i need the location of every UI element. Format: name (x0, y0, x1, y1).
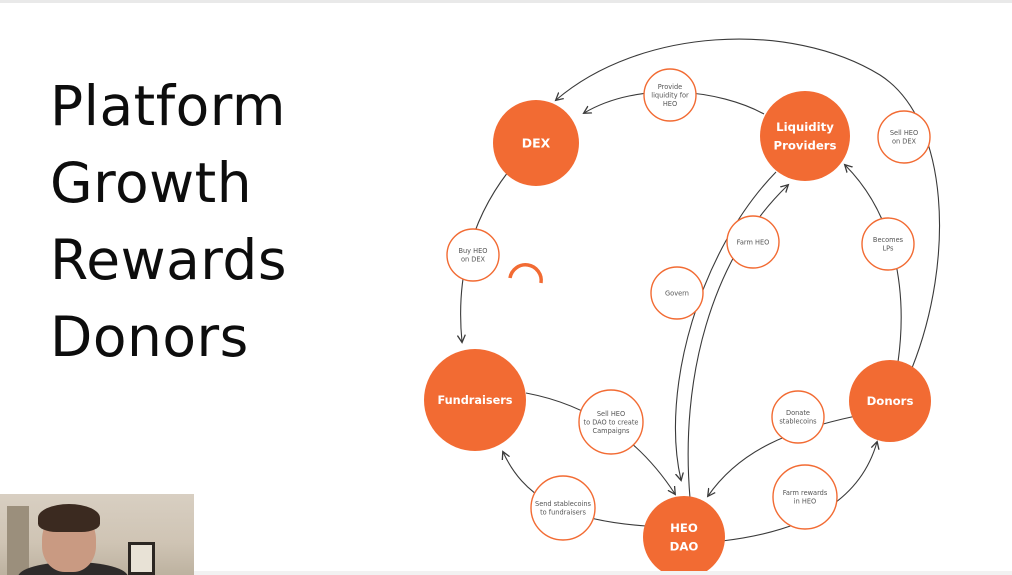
action-farm-rewards-label-line-2: in HEO (794, 498, 816, 506)
node-dex-label-line-1: DEX (522, 135, 551, 150)
webcam-background-frame (128, 542, 155, 575)
action-sell-heo-dao-label-line-3: Campaigns (593, 427, 630, 435)
title-line-4: Donors (50, 305, 249, 369)
node-heo (643, 496, 725, 575)
action-sell-heo-dao-label-line-2: to DAO to create (583, 418, 638, 426)
action-sell-heo-dex (877, 110, 931, 164)
action-sell-heo-dao (578, 389, 644, 455)
webcam-feed (0, 494, 194, 575)
action-send-stablecoins-label-line-2: to fundraisers (540, 509, 586, 517)
node-heo-label-line-2: DAO (670, 540, 699, 554)
action-donate-stablecoins (771, 390, 825, 444)
action-sell-heo-dao-label-line-1: Sell HEO (597, 410, 625, 418)
node-donors-label-line-1: Donors (867, 394, 914, 408)
action-provide-liquidity-label-line-2: liquidity for (651, 91, 689, 99)
action-buy-heo-label-line-2: on DEX (461, 256, 486, 264)
node-heo-label-line-1: HEO (670, 521, 698, 535)
node-lp (760, 91, 850, 181)
action-farm-rewards-label-line-1: Farm rewards (783, 489, 828, 497)
action-farm-heo-label-line-1: Farm HEO (737, 238, 770, 246)
action-donate-stablecoins-label-line-2: stablecoins (779, 418, 817, 426)
action-govern (650, 266, 704, 320)
node-donors (849, 360, 931, 442)
node-fundraisers (424, 349, 526, 451)
title-line-1: Platform (50, 74, 286, 138)
action-buy-heo-label-line-1: Buy HEO (458, 247, 487, 255)
bottom-bar (194, 571, 1012, 575)
action-farm-rewards (772, 464, 838, 530)
top-bar (0, 0, 1012, 3)
title-line-2: Growth (50, 151, 253, 215)
node-dex (493, 100, 579, 186)
webcam-presenter-hair (38, 504, 100, 532)
action-send-stablecoins-label-line-1: Send stablecoins (535, 500, 592, 508)
action-provide-liquidity (643, 68, 697, 122)
action-sell-heo-dex-label-line-2: on DEX (892, 138, 917, 146)
action-govern-label-line-1: Govern (665, 289, 689, 297)
action-farm-heo (726, 215, 780, 269)
action-buy-heo (446, 228, 500, 282)
action-becomes-lps-label-line-2: LPs (883, 245, 895, 253)
arrow-donors-to-heo (708, 415, 857, 496)
action-donate-stablecoins-label-line-1: Donate (786, 409, 810, 417)
loading-spinner (508, 263, 543, 284)
action-becomes-lps (861, 217, 915, 271)
node-lp-label-line-1: Liquidity (776, 120, 834, 134)
action-sell-heo-dex-label-line-1: Sell HEO (890, 129, 918, 137)
title-line-3: Rewards (50, 228, 287, 292)
node-lp-label-line-2: Providers (774, 139, 837, 153)
action-provide-liquidity-label-line-1: Provide (658, 83, 682, 91)
node-fundraisers-label-line-1: Fundraisers (437, 394, 512, 407)
webcam-background-door (7, 506, 29, 575)
action-becomes-lps-label-line-1: Becomes (873, 236, 904, 244)
action-provide-liquidity-label-line-3: HEO (663, 100, 677, 108)
action-send-stablecoins (530, 475, 596, 541)
arrow-lp-to-heo-govern (674, 171, 777, 480)
arrow-outer-arc (556, 38, 941, 369)
slide-title: Platform Growth Rewards Donors (50, 68, 287, 376)
